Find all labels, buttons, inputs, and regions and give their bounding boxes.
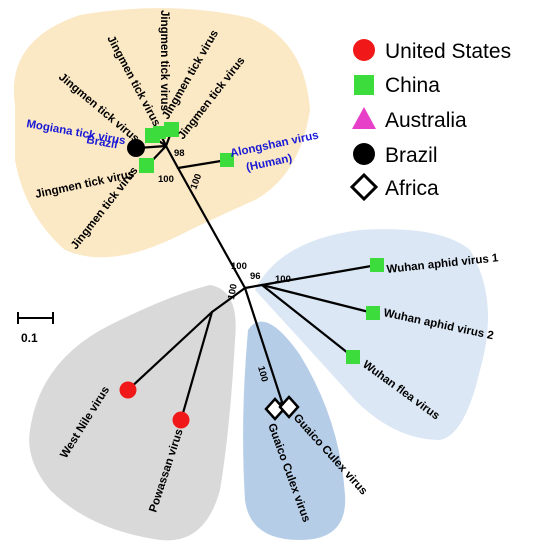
legend: United States China Australia Brazil Afr… [349,39,511,202]
bootstrap-100-alongshan: 100 [188,172,204,191]
scale-bar: 0.1 [17,312,54,345]
legend-marker-united-states [353,39,375,61]
taxon-jingmen-2: Jingmen tick virus [158,10,170,111]
branch-west-nile [126,310,214,392]
bootstrap-100-wuhan: 100 [275,274,291,285]
bootstrap-values: 98 100 100 100 96 100 100 100 [158,148,291,383]
wuhan-clade-region [255,229,488,440]
alongshan-marker [220,153,234,167]
legend-label-brazil: Brazil [385,144,438,167]
legend-label-china: China [385,74,440,97]
branch-wuhan-aphid-2 [260,283,375,315]
jingmen-marker-2 [153,126,166,139]
branch-wuhan-aphid-1 [260,263,379,287]
legend-marker-china [354,75,374,95]
wuhan-aphid-1-marker [370,258,384,272]
bootstrap-100-root: 100 [231,261,247,272]
guaico-marker-2 [278,395,300,419]
branch-powassan [179,310,214,422]
bootstrap-98: 98 [174,148,185,159]
wuhan-flea-marker [346,350,360,364]
scale-bar-label: 0.1 [21,331,38,345]
legend-marker-australia [352,107,376,129]
bootstrap-100-jingmen: 100 [158,174,174,185]
jingmen-marker-4 [139,158,154,173]
guaico-clade-region [243,321,346,540]
flavivirus-clade-region [29,285,236,541]
branch-jingmen-node [164,144,180,170]
bootstrap-100-flavi: 100 [226,283,240,301]
legend-label-australia: Australia [385,109,467,132]
mogiana-brazil-marker [127,139,145,157]
branch-root-trunk [176,166,247,290]
jingmen-marker-3 [164,122,179,137]
bootstrap-100-guaico: 100 [255,365,270,383]
branch-wuhan-stem [243,283,264,290]
bootstrap-96: 96 [250,271,261,282]
branch-guaico-stem [243,286,284,404]
branch-alongshan [176,158,229,170]
legend-marker-brazil [353,143,375,165]
west-nile-marker [119,381,137,399]
powassan-marker [172,411,190,429]
wuhan-aphid-2-marker [366,306,380,320]
legend-label-united-states: United States [385,40,511,63]
branch-flavi-stem [210,286,247,314]
legend-label-africa: Africa [385,177,439,200]
branch-wuhan-flea [260,283,355,359]
tip-markers [119,122,384,429]
legend-marker-africa [349,172,379,202]
taxon-mogiana-line2: Brazil [85,134,118,151]
